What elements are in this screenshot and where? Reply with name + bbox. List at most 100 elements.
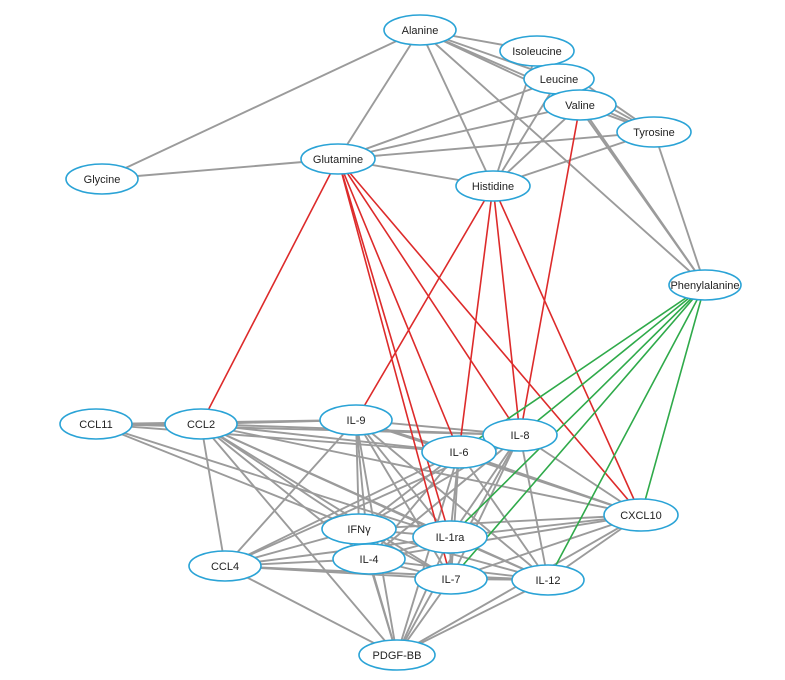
node-label-il9: IL-9 <box>347 415 366 427</box>
edge-ccl2-ccl4 <box>200 423 226 567</box>
node-glutamine: Glutamine <box>300 143 376 175</box>
node-label-leucine: Leucine <box>540 74 579 86</box>
node-label-valine: Valine <box>565 100 595 112</box>
node-ellipse-phenylalanine <box>668 269 742 301</box>
edge-il6-ccl4 <box>224 451 460 567</box>
edge-il9-il12 <box>355 419 549 581</box>
node-label-histidine: Histidine <box>472 181 514 193</box>
node-ellipse-glycine <box>65 163 139 195</box>
node-label-il7: IL-7 <box>442 574 461 586</box>
edge-il6-il12 <box>458 451 549 581</box>
edge-il9-ifng <box>355 419 360 530</box>
edge-ccl11-ifng <box>95 423 360 530</box>
node-label-isoleucine: Isoleucine <box>512 46 562 58</box>
edge-histidine-il8 <box>492 185 521 436</box>
node-pdgfbb: PDGF-BB <box>358 639 436 671</box>
edge-alanine-glycine <box>101 29 421 180</box>
edge-ccl4-pdgfbb <box>224 565 398 656</box>
edge-cxcl10-il7 <box>450 514 642 580</box>
node-label-phenylalanine: Phenylalanine <box>670 280 739 292</box>
edge-il6-il7 <box>450 451 460 580</box>
edge-glutamine-ccl2 <box>200 158 339 425</box>
node-histidine: Histidine <box>455 170 531 202</box>
node-glycine: Glycine <box>65 163 139 195</box>
edge-il6-pdgfbb <box>396 451 460 656</box>
node-ellipse-tyrosine <box>616 116 692 148</box>
node-alanine: Alanine <box>383 14 457 46</box>
node-ellipse-il1ra <box>412 520 488 554</box>
node-label-ccl2: CCL2 <box>187 419 215 431</box>
node-ellipse-isoleucine <box>499 35 575 67</box>
edge-il8-il7 <box>450 434 521 580</box>
edge-alanine-glutamine <box>337 29 421 160</box>
edge-ccl11-il6 <box>95 423 460 453</box>
node-ellipse-alanine <box>383 14 457 46</box>
edge-il9-ccl4 <box>224 419 357 567</box>
edge-il6-cxcl10 <box>458 451 642 516</box>
node-ellipse-il6 <box>421 435 497 469</box>
edge-histidine-il9 <box>355 185 494 421</box>
node-ellipse-il8 <box>482 418 558 452</box>
node-label-ccl4: CCL4 <box>211 561 239 573</box>
node-label-pdgfbb: PDGF-BB <box>373 650 422 662</box>
node-label-glutamine: Glutamine <box>313 154 363 166</box>
edge-il8-il12 <box>519 434 549 581</box>
node-cxcl10: CXCL10 <box>603 498 679 532</box>
edge-glutamine-il7 <box>337 158 452 580</box>
node-ellipse-glutamine <box>300 143 376 175</box>
edge-cxcl10-il4 <box>368 514 642 560</box>
edge-phenylalanine-il8 <box>519 284 706 436</box>
edge-tyrosine-phenylalanine <box>653 131 706 286</box>
node-il4: IL-4 <box>332 543 406 575</box>
edge-il8-il1ra <box>449 434 521 538</box>
node-il1ra: IL-1ra <box>412 520 488 554</box>
node-ellipse-il12 <box>511 564 585 596</box>
node-ellipse-histidine <box>455 170 531 202</box>
edge-glutamine-glycine <box>101 158 339 180</box>
edge-ccl2-ifng <box>200 423 360 530</box>
node-label-il1ra: IL-1ra <box>436 532 466 544</box>
edge-il6-il4 <box>368 451 460 560</box>
edge-glutamine-cxcl10 <box>337 158 642 516</box>
edge-histidine-il6 <box>458 185 494 453</box>
nodes-layer: AlanineIsoleucineLeucineValineTyrosineGl… <box>59 14 742 671</box>
edge-leucine-histidine <box>492 78 560 187</box>
node-label-il12: IL-12 <box>535 575 560 587</box>
node-valine: Valine <box>543 89 617 121</box>
node-label-ccl11: CCL11 <box>79 419 112 431</box>
edge-tyrosine-glutamine <box>337 131 655 160</box>
node-leucine: Leucine <box>523 63 595 95</box>
node-ccl4: CCL4 <box>188 550 262 582</box>
edge-ccl2-pdgfbb <box>200 423 398 656</box>
node-label-tyrosine: Tyrosine <box>633 127 675 139</box>
node-ellipse-il4 <box>332 543 406 575</box>
node-ifng: IFNγ <box>321 513 397 545</box>
node-ellipse-valine <box>543 89 617 121</box>
node-ellipse-cxcl10 <box>603 498 679 532</box>
node-label-il4: IL-4 <box>360 554 379 566</box>
edge-alanine-phenylalanine <box>419 29 706 286</box>
node-ccl11: CCL11 <box>59 408 133 440</box>
node-ellipse-ccl4 <box>188 550 262 582</box>
node-il8: IL-8 <box>482 418 558 452</box>
node-label-glycine: Glycine <box>84 174 121 186</box>
node-label-ifng: IFNγ <box>347 524 371 536</box>
edge-ccl11-il1ra <box>95 423 451 538</box>
node-ellipse-ccl2 <box>164 408 238 440</box>
node-il6: IL-6 <box>421 435 497 469</box>
edge-ccl4-il12 <box>224 565 549 581</box>
node-ellipse-pdgfbb <box>358 639 436 671</box>
edge-alanine-histidine <box>419 29 494 187</box>
node-label-il8: IL-8 <box>511 430 530 442</box>
edge-il12-pdgfbb <box>396 579 549 656</box>
edge-histidine-cxcl10 <box>492 185 642 516</box>
node-tyrosine: Tyrosine <box>616 116 692 148</box>
node-ellipse-ccl11 <box>59 408 133 440</box>
node-il7: IL-7 <box>414 563 488 595</box>
node-label-cxcl10: CXCL10 <box>620 510 662 522</box>
node-isoleucine: Isoleucine <box>499 35 575 67</box>
edge-leucine-glutamine <box>337 78 560 160</box>
node-label-il6: IL-6 <box>450 447 469 459</box>
node-il9: IL-9 <box>319 404 393 436</box>
